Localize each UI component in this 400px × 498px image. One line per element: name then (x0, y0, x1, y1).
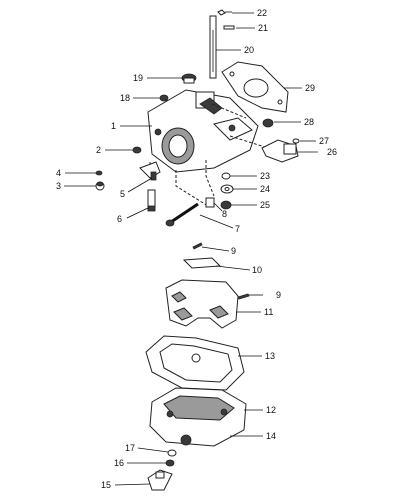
callout-15: 15 (101, 480, 111, 490)
callout-5: 5 (120, 189, 125, 199)
part-8-bushing (205, 197, 215, 208)
callout-1: 1 (111, 121, 116, 131)
callout-28: 28 (304, 117, 314, 127)
callout-26: 26 (327, 147, 337, 157)
part-6-needle (147, 189, 156, 212)
part-12-float-bowl (149, 387, 247, 447)
callout-3: 3 (56, 181, 61, 191)
callout-9-lower: 9 (276, 290, 281, 300)
part-15-drain-plug (147, 469, 173, 491)
leader-lines (64, 12, 318, 486)
callout-23: 23 (260, 171, 270, 181)
callout-16: 16 (114, 458, 124, 468)
part-26-fitting (261, 139, 299, 163)
part-21-pin (223, 25, 235, 30)
callout-6: 6 (117, 214, 122, 224)
callout-labels: 22 21 20 19 29 18 1 28 27 26 2 23 4 3 24… (56, 8, 337, 490)
callout-9-upper: 9 (231, 246, 236, 256)
callout-24: 24 (260, 184, 270, 194)
callout-11: 11 (264, 307, 273, 317)
callout-13: 13 (265, 351, 275, 361)
part-7-screw (165, 202, 199, 227)
part-16-gasket (165, 459, 175, 467)
callout-19: 19 (133, 73, 143, 83)
callout-18: 18 (120, 93, 130, 103)
part-29-gasket (221, 61, 289, 113)
part-17-washer (167, 449, 177, 457)
part-25-nut (220, 200, 232, 210)
callout-12: 12 (266, 405, 276, 415)
callout-22: 22 (257, 8, 267, 18)
callout-8: 8 (222, 209, 227, 219)
callout-4: 4 (56, 168, 61, 178)
callout-20: 20 (244, 45, 254, 55)
part-3-cap (95, 181, 105, 191)
part-20-rod (209, 15, 217, 79)
part-23-ring (221, 172, 231, 180)
part-19-knob (181, 73, 197, 84)
part-13-float-bowl-gasket (145, 335, 245, 391)
callout-10: 10 (252, 265, 262, 275)
callout-25: 25 (260, 200, 270, 210)
assembly-guide-lines (149, 103, 269, 207)
part-5-lever (139, 161, 161, 181)
callout-14: 14 (266, 431, 276, 441)
part-4-washer (95, 170, 103, 176)
part-27-screw (292, 138, 300, 144)
callout-17: 17 (125, 443, 135, 453)
part-1-carburetor-body (147, 89, 259, 173)
callout-7: 7 (235, 224, 240, 234)
callout-27: 27 (319, 136, 329, 146)
part-9-pin-upper (192, 242, 203, 250)
part-18-washer (159, 94, 169, 102)
part-10-hinge-pin (182, 257, 222, 269)
callout-21: 21 (258, 23, 268, 33)
part-9-pin-lower (237, 293, 250, 300)
callout-2: 2 (96, 145, 101, 155)
part-22-clip (217, 9, 232, 16)
part-24-washer (220, 184, 234, 194)
callout-29: 29 (305, 83, 315, 93)
part-2-plug (132, 146, 142, 154)
part-11-float (165, 279, 239, 329)
part-28-plug (262, 118, 274, 128)
